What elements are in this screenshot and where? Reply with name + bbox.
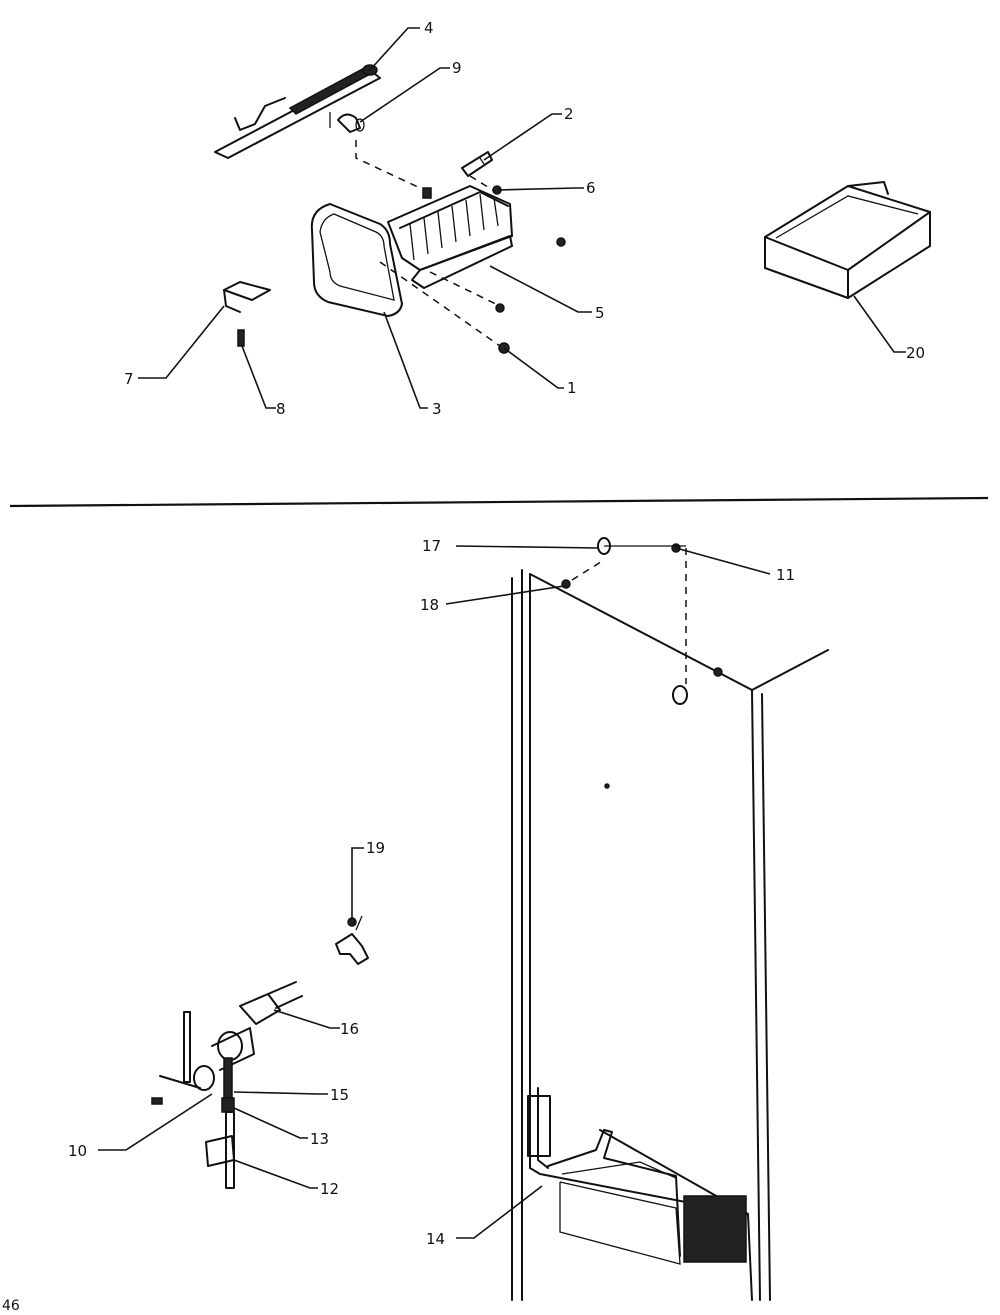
callout-3: 3 (432, 400, 442, 418)
callout-7: 7 (124, 370, 134, 388)
part-7-bracket (223, 281, 271, 313)
page-number: 46 (2, 1298, 20, 1314)
callout-4: 4 (424, 19, 434, 37)
part-19-valve-clip (335, 915, 369, 965)
part-8-screw (237, 329, 245, 347)
callout-15: 15 (330, 1086, 349, 1104)
callout-5: 5 (595, 304, 605, 322)
callout-12: 12 (320, 1180, 339, 1198)
callout-10: 10 (68, 1142, 87, 1160)
callout-13: 13 (310, 1130, 329, 1148)
part-4-bracket (214, 64, 381, 159)
callout-16: 16 (340, 1020, 359, 1038)
callout-9: 9 (452, 59, 462, 77)
callout-17: 17 (422, 537, 441, 555)
callout-14: 14 (426, 1230, 445, 1248)
cabinet-liner (511, 537, 829, 1301)
part-2-tab (461, 151, 493, 177)
callout-18: 18 (420, 596, 439, 614)
water-valve-assembly (151, 981, 303, 1189)
callout-2: 2 (564, 105, 574, 123)
callout-19: 19 (366, 839, 385, 857)
callout-20: 20 (906, 344, 925, 362)
part-9-clip (329, 112, 365, 133)
callout-11: 11 (776, 566, 795, 584)
part-20-bin (764, 181, 931, 299)
callout-8: 8 (276, 400, 286, 418)
section-divider (9, 496, 989, 508)
callout-6: 6 (586, 179, 596, 197)
part-3-icemaker (310, 185, 566, 354)
callout-1: 1 (567, 379, 577, 397)
